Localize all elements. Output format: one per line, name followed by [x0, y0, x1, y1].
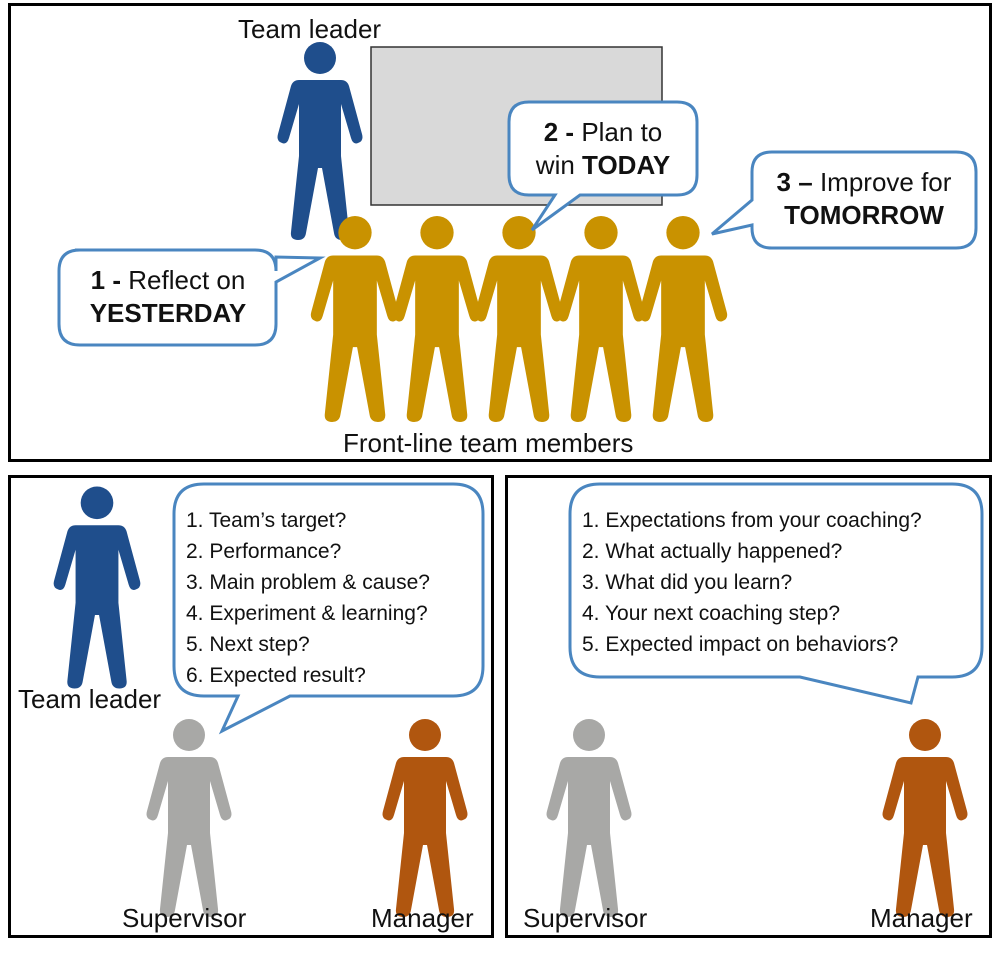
front-line-member-4 — [556, 216, 646, 422]
team-leader-label-bottom: Team leader — [18, 684, 162, 714]
speech-bubble-1 — [57, 248, 326, 347]
questions-list-right: 1. Expectations from your coaching? 2. W… — [582, 505, 922, 660]
question-item: 5. Next step? — [186, 633, 310, 656]
bubble-2-emphasis: TODAY — [582, 150, 671, 180]
question-item: 4. Your next coaching step? — [582, 602, 841, 625]
bubble-2-prefix: 2 - — [543, 117, 575, 147]
team-leader-figure-bottom — [53, 486, 141, 689]
bubble-1-label: Reflect on — [128, 265, 246, 295]
speech-bubble-2 — [507, 100, 699, 232]
question-item: 3. What did you learn? — [582, 571, 793, 594]
supervisor-figure-left — [146, 719, 232, 917]
question-item: 5. Expected impact on behaviors? — [582, 633, 899, 656]
question-item: 1. Team’s target? — [186, 509, 347, 532]
bubble-1-text: 1 - Reflect on YESTERDAY — [62, 264, 274, 330]
bubble-2-text: 2 - Plan to win TODAY — [511, 116, 695, 182]
front-line-member-3 — [474, 216, 564, 422]
bubble-2-label: Plan to — [581, 117, 663, 147]
team-leader-label-top: Team leader — [238, 14, 382, 44]
supervisor-label-left: Supervisor — [122, 903, 247, 933]
bubble-3-label: Improve for — [819, 167, 952, 197]
speech-bubble-3 — [711, 150, 978, 250]
question-item: 4. Experiment & learning? — [186, 602, 428, 625]
supervisor-label-right: Supervisor — [523, 903, 648, 933]
team-leader-figure-top — [277, 42, 363, 240]
bubble-1-prefix: 1 - — [90, 265, 122, 295]
bubble-2-pre-emphasis: win — [535, 150, 575, 180]
supervisor-figure-right — [546, 719, 632, 917]
front-line-member-5 — [638, 216, 728, 422]
manager-figure-left — [382, 719, 468, 917]
questions-list-left: 1. Team’s target? 2. Performance? 3. Mai… — [186, 505, 430, 691]
questions-bubble-left — [172, 482, 485, 735]
questions-bubble-right — [568, 482, 984, 705]
question-item: 2. Performance? — [186, 540, 342, 563]
bubble-3-text: 3 – Improve for TOMORROW — [754, 166, 974, 232]
bubble-3-prefix: 3 – — [776, 167, 813, 197]
front-line-member-2 — [392, 216, 482, 422]
manager-label-left: Manager — [371, 903, 474, 933]
front-line-label: Front-line team members — [343, 428, 634, 458]
question-item: 6. Expected result? — [186, 664, 366, 687]
bubble-1-emphasis: YESTERDAY — [89, 298, 247, 328]
question-item: 1. Expectations from your coaching? — [582, 509, 922, 532]
bubble-3-emphasis: TOMORROW — [784, 200, 944, 230]
question-item: 2. What actually happened? — [582, 540, 843, 563]
front-line-member-1 — [310, 216, 400, 422]
question-item: 3. Main problem & cause? — [186, 571, 430, 594]
manager-label-right: Manager — [870, 903, 973, 933]
manager-figure-right — [882, 719, 968, 917]
